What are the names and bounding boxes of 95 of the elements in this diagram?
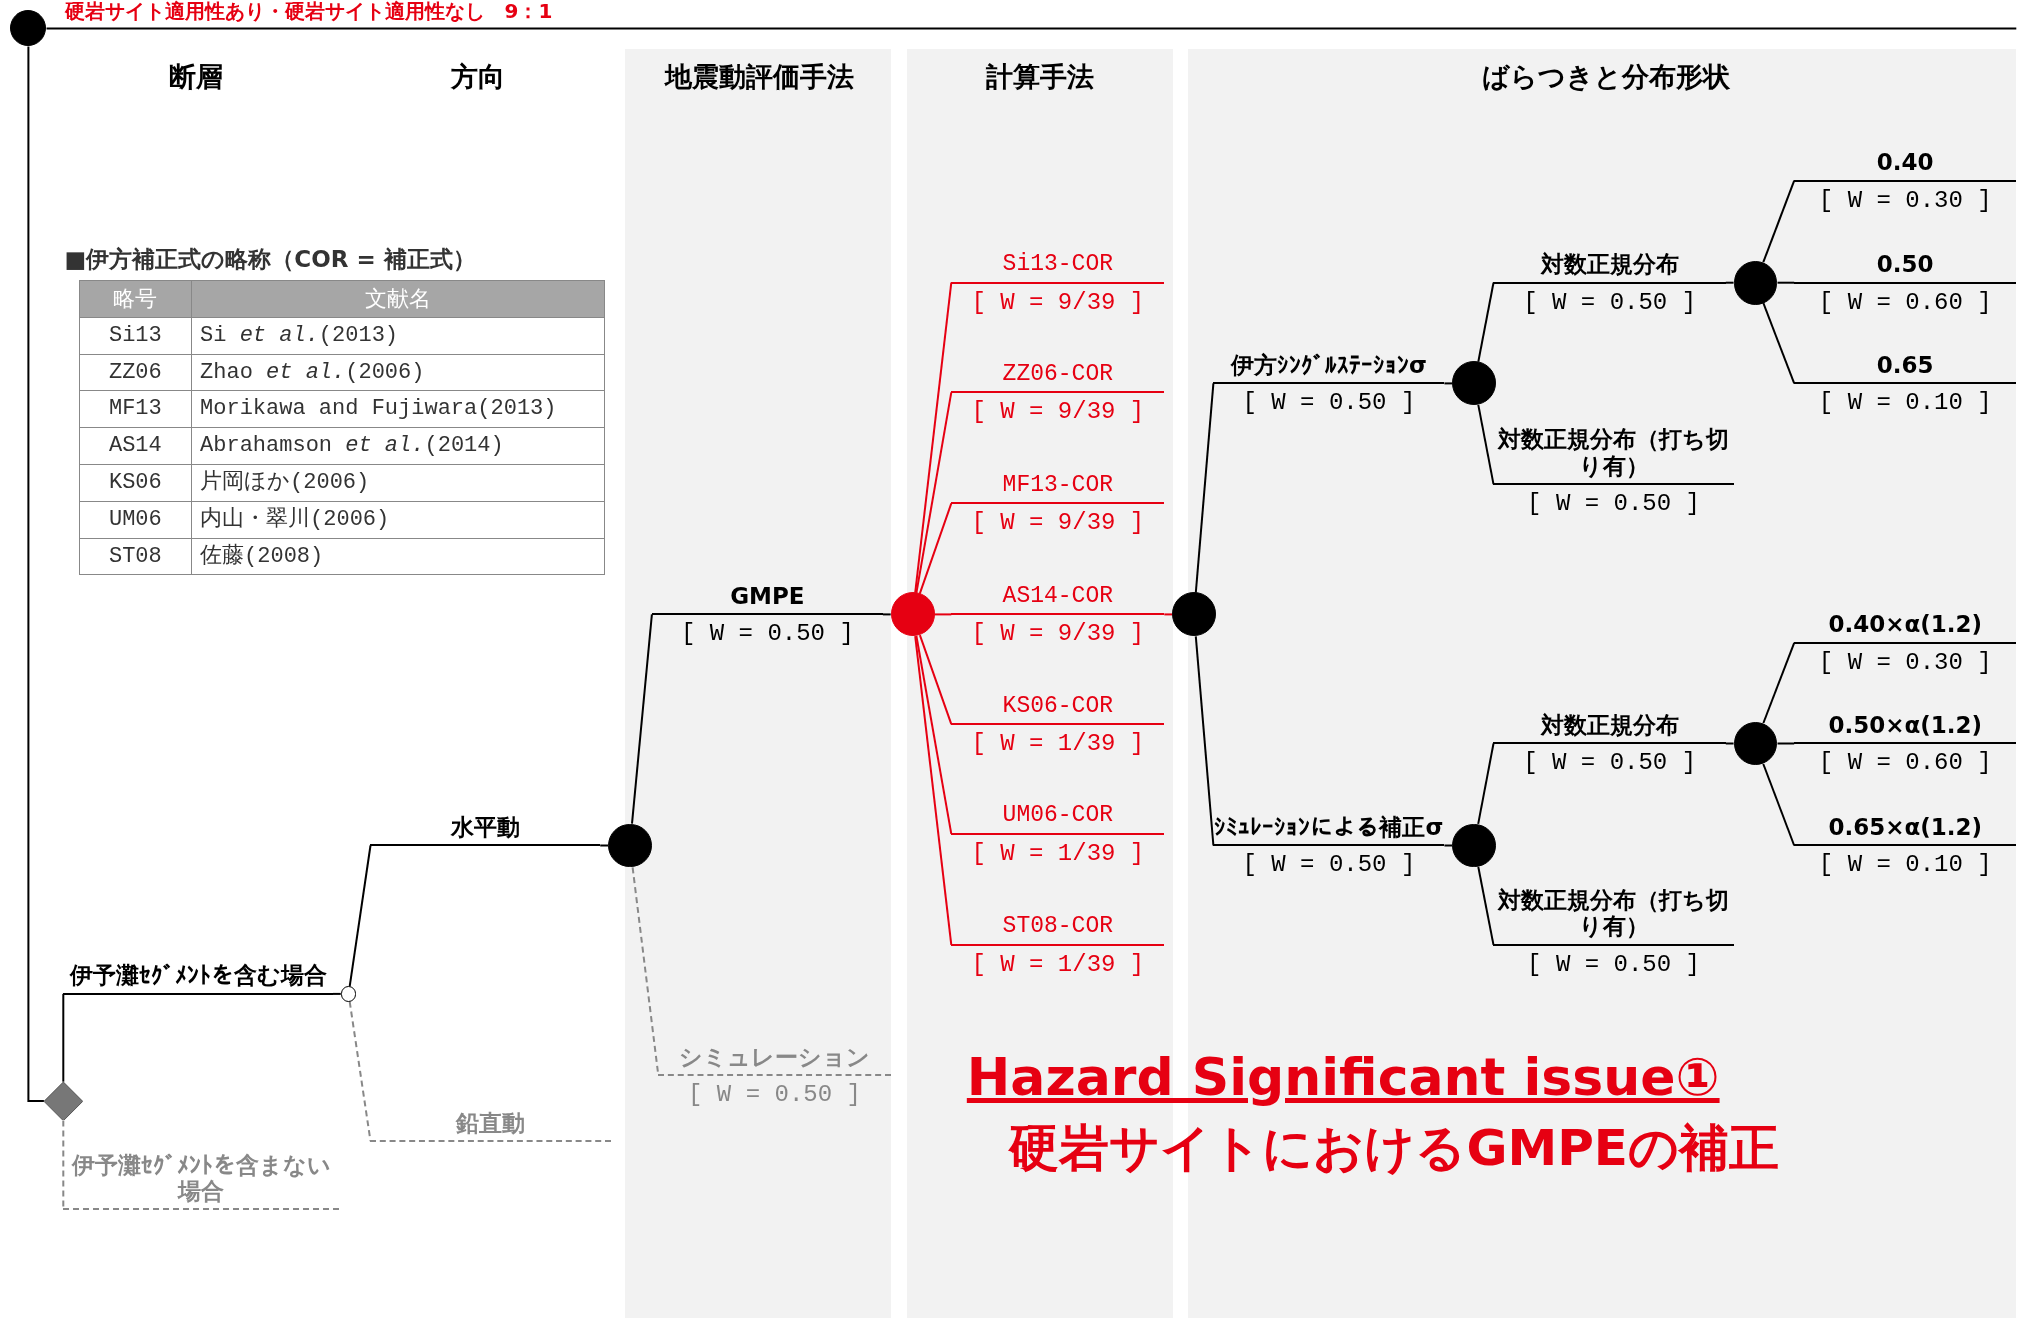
branch-line <box>914 635 953 946</box>
branch-line <box>1477 403 1495 486</box>
branch-line <box>1194 635 1215 847</box>
branch-label: ZZ06-COR <box>1001 360 1115 388</box>
branch-line <box>1477 866 1495 946</box>
branch-label: UM06-COR <box>1001 802 1115 829</box>
branch-line <box>631 613 653 825</box>
branch-label: ST08-COR <box>1001 913 1115 940</box>
weight-label: [ W = 0.50 ] <box>687 1081 862 1109</box>
branch-label: Si13-COR <box>1001 251 1115 278</box>
branch-line <box>1477 281 1495 363</box>
branch-label: KS06-COR <box>1001 692 1115 720</box>
branch-line <box>1762 641 1796 724</box>
branch-line <box>1443 844 1454 847</box>
branch-label: ｼﾐｭﾚｰｼｮﾝによる補正σ <box>1213 814 1445 841</box>
branch-line <box>1762 763 1796 847</box>
branch-line <box>27 45 45 1103</box>
weight-label: [ W = 0.50 ] <box>1526 490 1701 518</box>
branch-label: 伊予灘ｾｸﾞﾒﾝﾄを含まない場合 <box>70 1151 332 1205</box>
branch-label: 水平動 <box>449 814 521 841</box>
weight-label: [ W = 0.60 ] <box>1817 288 1993 317</box>
column-header: 地震動評価手法 <box>663 61 855 94</box>
weight-label: [ W = 9/39 ] <box>970 620 1146 648</box>
table-cell: 佐藤(2008) <box>191 537 606 576</box>
branch-line <box>1194 382 1215 594</box>
branch-line <box>1163 613 1174 616</box>
branch-line <box>1776 742 1796 745</box>
branch-line <box>1443 382 1454 385</box>
branch-label: 対数正規分布 <box>1539 712 1680 739</box>
weight-label: [ W = 1/39 ] <box>970 950 1146 979</box>
weight-label: [ W = 0.30 ] <box>1817 186 1993 215</box>
branch-label: 伊予灘ｾｸﾞﾒﾝﾄを含む場合 <box>68 962 328 989</box>
column-header: 断層 <box>168 61 225 94</box>
branch-label: 0.40 <box>1875 149 1935 176</box>
branch-line <box>933 613 953 616</box>
branch-label: 0.65 <box>1875 351 1935 379</box>
branch-label: AS14-COR <box>1001 583 1115 610</box>
diagram-title: 硬岩サイト適用性あり・硬岩サイト適用性なし 9：1 <box>64 0 553 22</box>
branch-label: 0.65×α(1.2) <box>1827 814 1984 841</box>
branch-line <box>1762 302 1796 385</box>
branch-line <box>348 1000 372 1143</box>
branch-line <box>1724 742 1735 745</box>
weight-label: [ W = 1/39 ] <box>970 839 1146 868</box>
branch-label: GMPE <box>729 583 806 610</box>
weight-label: [ W = 0.30 ] <box>1817 648 1993 677</box>
weight-label: [ W = 0.10 ] <box>1817 389 1993 417</box>
branch-label: 鉛直動 <box>454 1109 526 1137</box>
branch-label: MF13-COR <box>1001 471 1115 499</box>
branch-label: 対数正規分布（打ち切り有） <box>1496 887 1730 940</box>
weight-label: [ W = 9/39 ] <box>970 288 1146 317</box>
branch-line <box>1477 742 1495 825</box>
branch-line <box>918 502 953 595</box>
weight-label: [ W = 0.50 ] <box>1522 288 1698 317</box>
junction-circle <box>340 986 357 1002</box>
table-title: ■伊方補正式の略称（COR = 補正式） <box>64 245 476 275</box>
branch-label: 0.40×α(1.2) <box>1827 611 1984 638</box>
column-header: 方向 <box>449 61 506 94</box>
table-header-cell: 略号 <box>78 280 193 318</box>
issue-heading: Hazard Significant issue① <box>966 1045 1720 1109</box>
branch-label: 0.50 <box>1875 251 1935 278</box>
branch-line <box>332 992 342 995</box>
branch-label: 対数正規分布（打ち切り有） <box>1496 426 1730 480</box>
weight-label: [ W = 0.50 ] <box>1241 389 1417 417</box>
branch-line <box>881 613 892 616</box>
branch-line <box>1762 179 1796 264</box>
junction-circle <box>10 10 47 47</box>
branch-label: 伊方ｼﾝｸﾞﾙｽﾃｰｼｮﾝσ <box>1229 351 1428 379</box>
weight-label: [ W = 0.50 ] <box>1522 749 1698 778</box>
branch-label: シミュレーション <box>678 1043 871 1071</box>
column-header: 計算手法 <box>985 61 1096 94</box>
weight-label: [ W = 0.50 ] <box>1526 950 1701 979</box>
branch-line <box>914 281 953 594</box>
weight-label: [ W = 0.50 ] <box>1241 851 1417 880</box>
issue-subtitle: 硬岩サイトにおけるGMPEの補正 <box>1009 1117 1779 1179</box>
weight-label: [ W = 9/39 ] <box>970 398 1146 426</box>
weight-label: [ W = 9/39 ] <box>970 509 1146 537</box>
table-cell: ST08 <box>78 537 193 576</box>
branch-label: 対数正規分布 <box>1539 251 1680 278</box>
branch-line <box>599 844 609 847</box>
weight-label: [ W = 1/39 ] <box>970 730 1146 758</box>
branch-line <box>348 844 372 988</box>
branch-label: 0.50×α(1.2) <box>1827 712 1984 739</box>
branch-line <box>1776 281 1796 284</box>
junction-diamond <box>43 1081 83 1121</box>
branch-line <box>45 27 2018 30</box>
branch-line <box>1724 281 1735 284</box>
table-header-cell: 文献名 <box>191 280 606 318</box>
weight-label: [ W = 0.10 ] <box>1817 851 1993 880</box>
branch-line <box>62 992 65 1083</box>
column-header: ばらつきと分布形状 <box>1480 61 1731 94</box>
branch-line <box>918 634 953 726</box>
weight-label: [ W = 0.60 ] <box>1817 749 1993 778</box>
weight-label: [ W = 0.50 ] <box>679 620 855 648</box>
branch-line <box>915 391 953 594</box>
branch-line <box>915 635 953 835</box>
